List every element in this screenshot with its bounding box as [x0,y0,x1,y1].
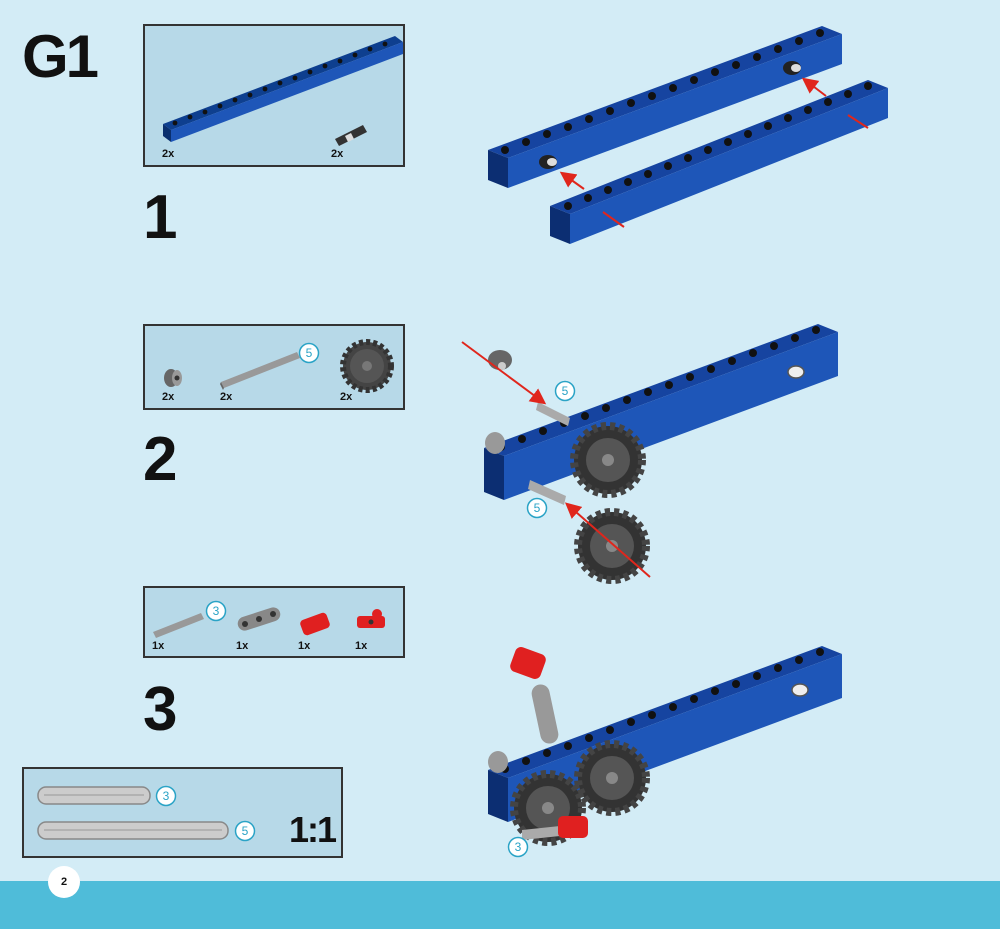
ruler-badge-5: 5 [234,820,256,842]
step2-parts-box: 2x 2x 2x 5 [143,324,405,410]
step2-bush-qty: 2x [162,391,175,403]
step3-liftarm-qty: 1x [236,640,249,652]
svg-text:5: 5 [534,501,541,515]
step1-beam-qty: 2x [162,148,175,160]
step2-gear-qty: 2x [340,391,353,403]
step1-studs [501,29,872,210]
step3-assembly [488,646,842,846]
red-connector-part [300,612,330,636]
pin-part [335,125,367,146]
step-3-number: 3 [143,675,178,744]
step2-assembly [461,324,838,584]
step3-parts-illustration [153,607,385,638]
ruler-axles [37,786,229,840]
bush-part [164,369,182,387]
page-title: G1 [22,23,99,90]
ruler-box: 3 5 1:1 [22,767,343,858]
step1-parts-illustration [163,36,403,146]
short-axle-part [153,613,204,638]
step3-parts-box: 1x 1x 1x 1x 3 [143,586,405,658]
step3-axle-length-badge: 3 [205,600,227,622]
step1-pin-qty: 2x [331,148,344,160]
step1-assembly [488,26,888,244]
beam-part [163,36,403,142]
step1-back-beam [488,26,842,188]
step3-redpin-qty: 1x [355,640,368,652]
step3-axle-qty: 1x [152,640,165,652]
ruler-scale-label: 1:1 [289,809,337,850]
ruler-badge-3: 3 [155,785,177,807]
beam-studs [172,41,388,126]
step1-parts-box: 2x 2x [143,24,405,167]
step3-axle-length-label: 3 [213,604,220,618]
svg-text:5: 5 [562,384,569,398]
liftarm-part [237,607,281,631]
step3-connector-qty: 1x [298,640,311,652]
step2-axle-callout-bottom: 5 [526,497,548,519]
step3-axle-callout: 3 [507,836,529,858]
axle-part [220,352,300,390]
step2-axle-qty: 2x [220,391,233,403]
step1-front-beam [550,80,888,244]
red-pin-part [357,609,385,628]
axle-length-label: 5 [306,346,313,360]
step2-axle-length-badge: 5 [298,342,320,364]
step-1-number: 1 [143,183,178,252]
footer-bar [0,881,1000,929]
step1-pins [539,61,801,169]
step-2-number: 2 [143,425,178,494]
gear-part [340,339,394,393]
step2-parts-illustration [164,339,394,393]
svg-text:3: 3 [515,840,522,854]
step2-axle-callout-top: 5 [554,380,576,402]
svg-text:5: 5 [242,824,249,838]
step1-arrows [559,77,869,228]
page-number: 2 [48,866,80,898]
svg-text:3: 3 [163,789,170,803]
